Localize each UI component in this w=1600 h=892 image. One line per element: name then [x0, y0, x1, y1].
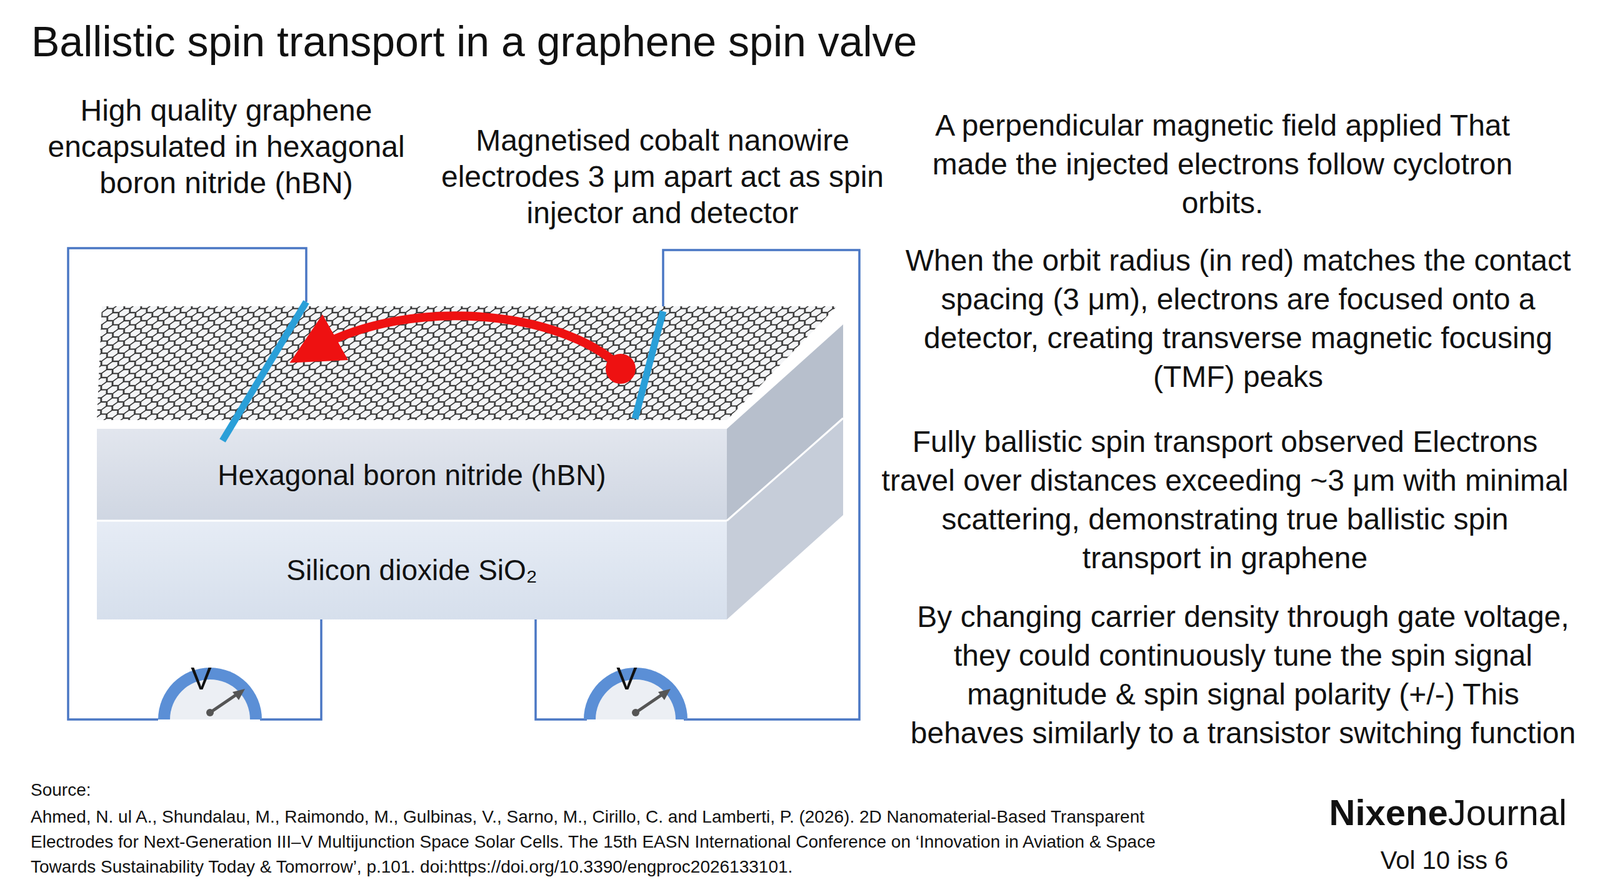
sio2-front	[96, 520, 727, 620]
callout-text: Magnetised cobalt nanowire electrodes 3 …	[421, 122, 904, 232]
cyclotron-orbit	[312, 315, 619, 366]
layer-slab: Silicon dioxide SiO₂	[96, 520, 727, 620]
source-heading: Source:	[30, 779, 92, 801]
cobalt-electrode	[635, 311, 664, 419]
journal-brand: NixeneJournal	[1329, 791, 1567, 834]
diagram-title: Ballistic spin transport in a graphene s…	[31, 16, 917, 68]
layer-edge	[726, 418, 844, 521]
cobalt-electrode	[222, 301, 307, 441]
layer-name: Hexagonal boron nitride (hBN)	[217, 458, 606, 492]
journal-name: Nixene	[1329, 791, 1449, 833]
journal-name: Journal	[1448, 791, 1567, 833]
layer-name: Silicon dioxide SiO₂	[286, 553, 537, 587]
layer-slab: Hexagonal boron nitride (hBN)	[96, 428, 727, 521]
electron-dot	[605, 353, 636, 384]
meter-symbol: V	[190, 660, 212, 698]
callout-text: High quality graphene encapsulated in he…	[20, 92, 433, 202]
note-text: Fully ballistic spin transport observed …	[881, 422, 1569, 578]
meter-symbol: V	[616, 660, 637, 698]
graphene-lattice	[96, 306, 837, 420]
issue-number: Vol 10 iss 6	[1380, 845, 1509, 875]
source-citation: Ahmed, N. ul A., Shundalau, M., Raimondo…	[30, 804, 1175, 880]
note-text: When the orbit radius (in red) matches t…	[888, 241, 1589, 397]
note-text: A perpendicular magnetic field applied T…	[910, 106, 1535, 223]
layer-edge	[96, 520, 727, 522]
graphene-sheet	[96, 306, 837, 420]
note-text: By changing carrier density through gate…	[908, 597, 1578, 753]
wire	[68, 248, 860, 720]
hbn-front	[96, 428, 727, 521]
